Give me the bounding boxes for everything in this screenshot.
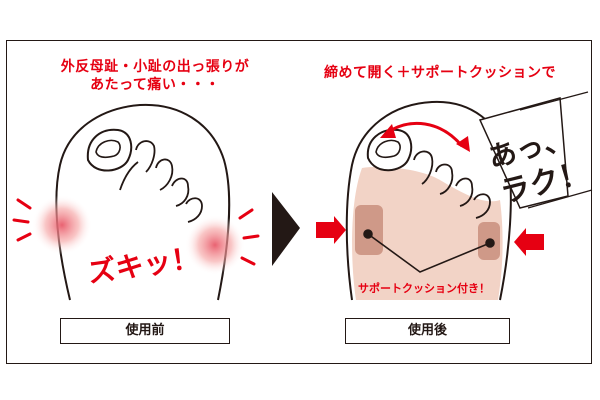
before-caption-line1: 外反母趾・小趾の出っ張りが [60,59,250,75]
squeeze-arrows [316,216,544,256]
before-toenail [95,139,121,158]
before-toe-4 [171,177,190,207]
after-toe-3 [435,163,454,195]
arrow-right-icon [272,192,300,266]
cushion-pointer-lines [363,229,495,273]
before-toe-5 [185,197,203,223]
before-foot: ズキッ！ [12,103,260,301]
after-toe-2 [413,150,434,185]
after-toenail [375,139,401,158]
pain-burst-icon [12,198,260,266]
relief-callout: あっ、 ラク！ [478,91,593,211]
arrow-left-icon [514,228,544,256]
after-toe-4 [455,177,474,207]
bunion-glow-left [32,195,92,255]
before-caption: 外反母趾・小趾の出っ張りが あたって痛い・・・ [40,58,270,94]
after-toe-5 [473,193,491,219]
before-toe-2 [119,140,156,191]
bunion-glow-right [185,215,245,275]
before-label: 使用前 [60,318,230,344]
after-caption: 締めて開く＋サポートクッションで [324,65,556,81]
before-toe-3 [155,158,174,191]
cushion-text: サポートクッション付き！ [358,281,490,295]
after-label: 使用後 [345,318,510,344]
arrow-right-icon [316,216,346,244]
support-sock [352,166,503,300]
before-caption-line2: あたって痛い・・・ [90,77,220,93]
double-headed-arrow-icon [380,121,470,152]
